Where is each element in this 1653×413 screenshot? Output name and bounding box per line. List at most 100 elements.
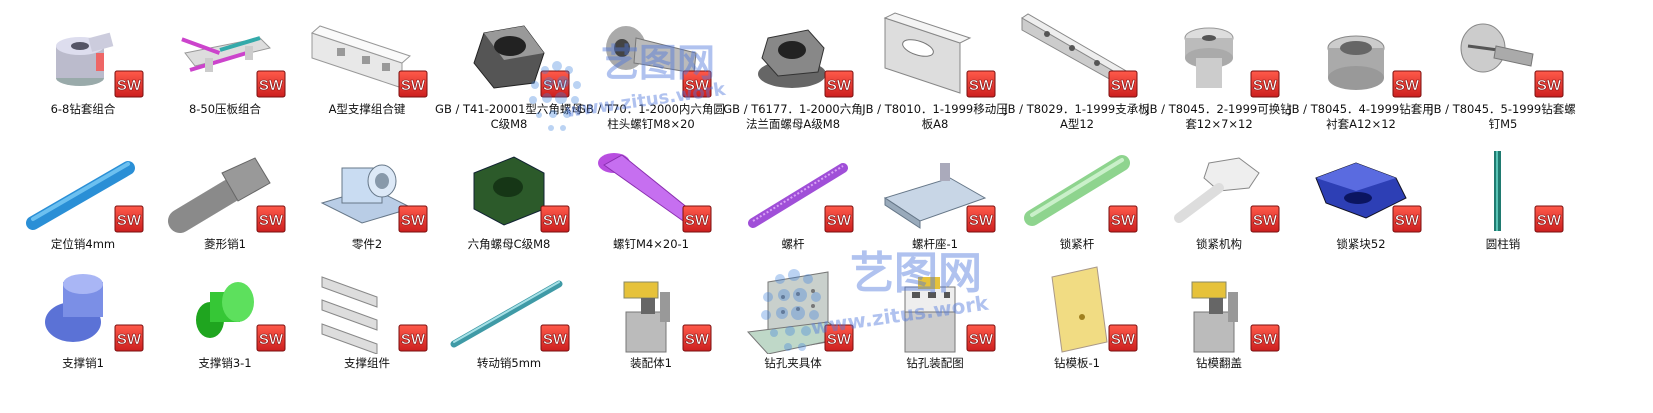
file-thumbnail[interactable]: SW	[1154, 8, 1284, 100]
solidworks-badge-icon: SW	[398, 205, 428, 233]
file-thumbnail[interactable]: SW	[18, 143, 148, 235]
file-name-label: 6-8钻套组合	[50, 102, 116, 116]
svg-text:SW: SW	[1537, 77, 1562, 94]
support-component-icon	[321, 276, 378, 354]
file-thumbnail[interactable]: SW	[1012, 262, 1142, 354]
file-thumbnail[interactable]: SW	[1012, 143, 1142, 235]
file-thumbnail[interactable]: SW	[160, 262, 290, 354]
file-thumbnail[interactable]: SW	[1154, 262, 1284, 354]
file-thumbnail[interactable]: SW	[302, 143, 432, 235]
file-thumbnail[interactable]: SW	[160, 8, 290, 100]
file-item[interactable]: SW 菱形销1	[150, 143, 300, 252]
svg-text:SW: SW	[1537, 212, 1562, 229]
file-thumbnail[interactable]: SW	[586, 262, 716, 354]
file-item[interactable]: SW 6-8钻套组合	[8, 8, 158, 117]
file-thumbnail[interactable]: SW	[160, 143, 290, 235]
file-item[interactable]: SW JB / T8010．1-1999移动压板A8	[860, 8, 1010, 132]
file-thumbnail[interactable]: SW	[586, 143, 716, 235]
file-thumbnail[interactable]: SW	[1012, 8, 1142, 100]
solidworks-badge-icon: SW	[1250, 70, 1280, 98]
file-thumbnail[interactable]: SW	[870, 8, 1000, 100]
threaded-rod-icon	[748, 163, 848, 228]
file-thumbnail[interactable]: SW	[444, 143, 574, 235]
file-thumbnail[interactable]: SW	[728, 262, 858, 354]
solidworks-badge-icon: SW	[114, 70, 144, 98]
file-name-label: 钻孔装配图	[906, 356, 964, 370]
solidworks-badge-icon: SW	[540, 205, 570, 233]
cylinder-pin-icon	[1494, 151, 1501, 231]
file-thumbnail[interactable]: SW	[18, 262, 148, 354]
solidworks-badge-icon: SW	[1108, 205, 1138, 233]
file-item[interactable]: SW 零件2	[292, 143, 442, 252]
svg-text:SW: SW	[543, 77, 568, 94]
file-item[interactable]: SW 圆柱销	[1428, 143, 1578, 252]
file-name-label: 菱形销1	[204, 237, 246, 251]
file-thumbnail[interactable]: SW	[870, 143, 1000, 235]
file-item[interactable]: SW 钻孔装配图	[860, 262, 1010, 371]
rod-seat-icon	[883, 163, 987, 229]
solidworks-badge-icon: SW	[966, 70, 996, 98]
solidworks-badge-icon: SW	[540, 70, 570, 98]
file-thumbnail[interactable]: SW	[728, 143, 858, 235]
svg-text:SW: SW	[1395, 212, 1420, 229]
locking-block-icon	[1315, 162, 1407, 219]
file-thumbnail[interactable]: SW	[1154, 143, 1284, 235]
file-item[interactable]: SW 定位销4mm	[8, 143, 158, 252]
file-thumbnail[interactable]: SW	[870, 262, 1000, 354]
solidworks-badge-icon: SW	[256, 70, 286, 98]
file-thumbnail[interactable]: SW	[302, 262, 432, 354]
file-thumbnail[interactable]: SW	[1296, 8, 1426, 100]
file-thumbnail[interactable]: SW	[18, 8, 148, 100]
file-item[interactable]: SW JB / T8045．2-1999可换钻套12×7×12	[1144, 8, 1294, 132]
file-thumbnail[interactable]: SW	[728, 8, 858, 100]
drill-flip-cover-icon	[1191, 281, 1238, 353]
file-name-label: 零件2	[351, 237, 383, 251]
file-thumbnail[interactable]: SW	[586, 8, 716, 100]
file-name-label: JB / T8010．1-1999移动压板A8	[862, 102, 1008, 131]
file-thumbnail[interactable]: SW	[444, 262, 574, 354]
file-thumbnail[interactable]: SW	[1438, 143, 1568, 235]
file-name-label: 圆柱销	[1485, 237, 1521, 251]
file-name-label: JB / T8045．2-1999可换钻套12×7×12	[1146, 102, 1292, 131]
file-thumbnail[interactable]: SW	[1296, 143, 1426, 235]
svg-text:SW: SW	[1253, 77, 1278, 94]
solidworks-badge-icon: SW	[256, 324, 286, 352]
rotating-pin-icon	[450, 280, 563, 348]
replaceable-drill-bush-icon	[1184, 27, 1234, 88]
file-thumbnail[interactable]: SW	[302, 8, 432, 100]
solidworks-badge-icon: SW	[398, 70, 428, 98]
solidworks-badge-icon: SW	[1392, 205, 1422, 233]
support-pin-icon	[45, 274, 103, 342]
solidworks-badge-icon: SW	[256, 205, 286, 233]
file-thumbnail[interactable]: SW	[444, 8, 574, 100]
flange-nut-icon	[758, 29, 826, 88]
file-name-label: JB / T8045．5-1999钻套螺钉M5	[1430, 102, 1576, 131]
file-name-label: 定位销4mm	[50, 237, 116, 251]
svg-text:SW: SW	[685, 212, 710, 229]
file-item[interactable]: SW JB / T8045．5-1999钻套螺钉M5	[1428, 8, 1578, 132]
file-thumbnail[interactable]: SW	[1438, 8, 1568, 100]
